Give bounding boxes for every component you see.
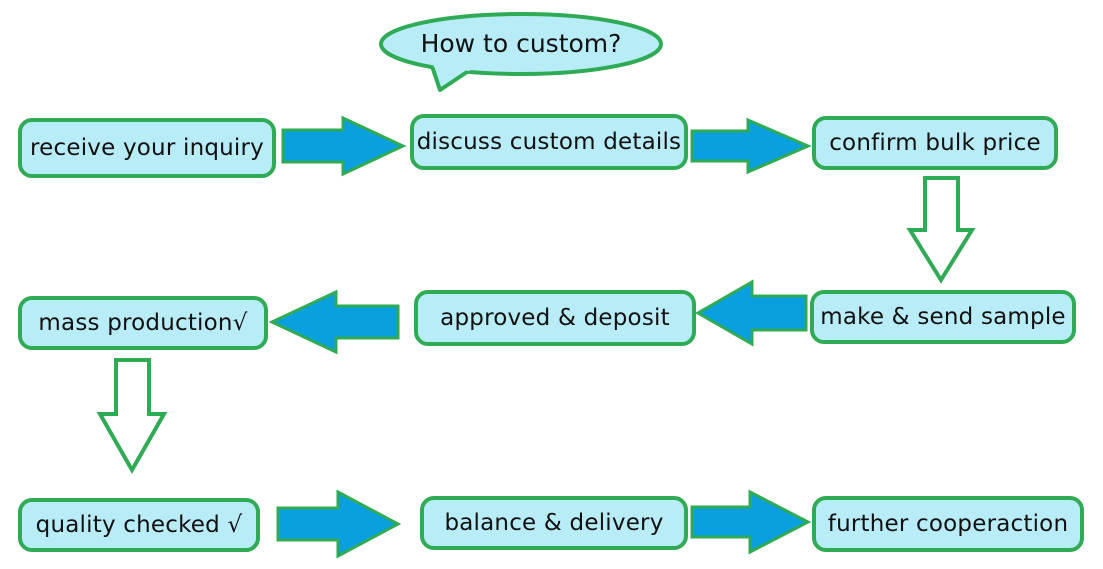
arrow-right-2	[690, 117, 812, 175]
step-discuss-details: discuss custom details	[410, 114, 688, 170]
title-speech-bubble	[379, 12, 663, 92]
step-confirm-price: confirm bulk price	[812, 116, 1058, 170]
step-label: approved & deposit	[440, 305, 670, 331]
step-balance-delivery: balance & delivery	[420, 496, 688, 550]
page-title: How to custom?	[420, 28, 622, 58]
step-label: confirm bulk price	[829, 130, 1041, 156]
arrow-right-3	[276, 489, 402, 559]
step-receive-inquiry: receive your inquiry	[18, 118, 276, 178]
step-label: make & send sample	[820, 304, 1066, 330]
step-label: mass production√	[38, 310, 248, 336]
step-approved-deposit: approved & deposit	[414, 290, 696, 346]
arrow-left-2	[268, 289, 400, 355]
step-mass-production: mass production√	[18, 296, 268, 350]
hollow-arrow-down-1	[906, 176, 976, 284]
arrow-right-4	[690, 489, 812, 555]
hollow-arrow-down-2	[96, 358, 168, 475]
step-label: balance & delivery	[444, 510, 664, 536]
step-further-cooperation: further cooperaction	[812, 496, 1084, 552]
step-label: receive your inquiry	[30, 135, 264, 161]
step-label: discuss custom details	[416, 129, 682, 155]
step-label: quality checked √	[35, 512, 243, 538]
arrow-right-1	[281, 115, 407, 177]
step-label: further cooperaction	[827, 511, 1069, 537]
step-quality-checked: quality checked √	[18, 498, 260, 552]
arrow-left-1	[694, 279, 808, 347]
step-make-sample: make & send sample	[810, 290, 1076, 344]
